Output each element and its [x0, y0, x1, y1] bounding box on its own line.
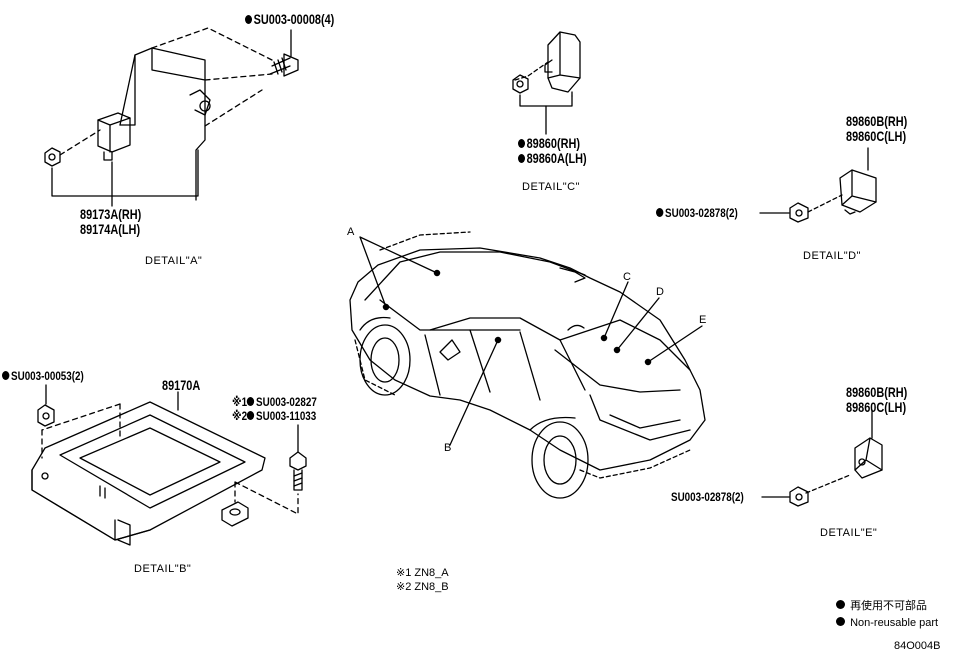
detail-d-part-lh: 89860C(LH)	[846, 128, 907, 144]
detail-c-part-lh: 89860A(LH)	[518, 151, 587, 165]
legend-english: Non-reusable part	[836, 617, 938, 629]
detail-e-title: DETAIL"E"	[820, 527, 878, 539]
note-zn8-a: ※1 ZN8_A	[396, 567, 449, 579]
detail-e-part-lh: 89860C(LH)	[846, 399, 907, 415]
diagram-code: 84O004B	[894, 640, 941, 652]
detail-d-drawing	[759, 147, 877, 223]
detail-d-bolt-label: SU003-02878(2)	[656, 207, 738, 219]
detail-b-title: DETAIL"B"	[134, 563, 192, 575]
car-letter-a: A	[347, 226, 355, 238]
detail-a-title: DETAIL"A"	[145, 255, 203, 267]
non-reusable-dot-icon	[836, 600, 845, 609]
car-drawing	[349, 231, 706, 499]
detail-c-part-rh: 89860(RH)	[518, 136, 580, 150]
car-letter-e: E	[699, 314, 707, 326]
detail-a-part-lh: 89174A(LH)	[80, 221, 141, 237]
detail-d-title: DETAIL"D"	[803, 250, 861, 262]
non-reusable-dot-icon	[836, 617, 845, 626]
detail-b-part: 89170A	[162, 377, 201, 393]
detail-b-drawing	[31, 384, 307, 546]
detail-e-bolt-label: SU003-02878(2)	[671, 490, 744, 504]
non-reusable-dot-icon	[2, 371, 10, 380]
non-reusable-dot-icon	[656, 208, 664, 217]
note-zn8-b: ※2 ZN8_B	[396, 581, 449, 593]
car-letter-b: B	[444, 442, 452, 454]
detail-c-title: DETAIL"C"	[522, 181, 580, 193]
detail-e-drawing	[761, 409, 883, 507]
detail-b-nut-label: SU003-00053(2)	[2, 370, 84, 382]
non-reusable-dot-icon	[518, 139, 526, 148]
detail-a-part-rh: 89173A(RH)	[80, 206, 142, 222]
car-letter-c: C	[623, 271, 631, 283]
detail-a-drawing	[44, 27, 299, 207]
legend-japanese: 再使用不可部品	[836, 600, 927, 612]
detail-d-part-rh: 89860B(RH)	[846, 113, 908, 129]
non-reusable-dot-icon	[245, 15, 253, 24]
non-reusable-dot-icon	[247, 411, 255, 420]
car-letter-d: D	[656, 286, 664, 298]
detail-a-bolt-label: SU003-00008(4)	[245, 12, 334, 26]
detail-c-drawing	[512, 31, 581, 135]
non-reusable-dot-icon	[518, 154, 526, 163]
detail-e-part-rh: 89860B(RH)	[846, 384, 908, 400]
non-reusable-dot-icon	[247, 397, 255, 406]
